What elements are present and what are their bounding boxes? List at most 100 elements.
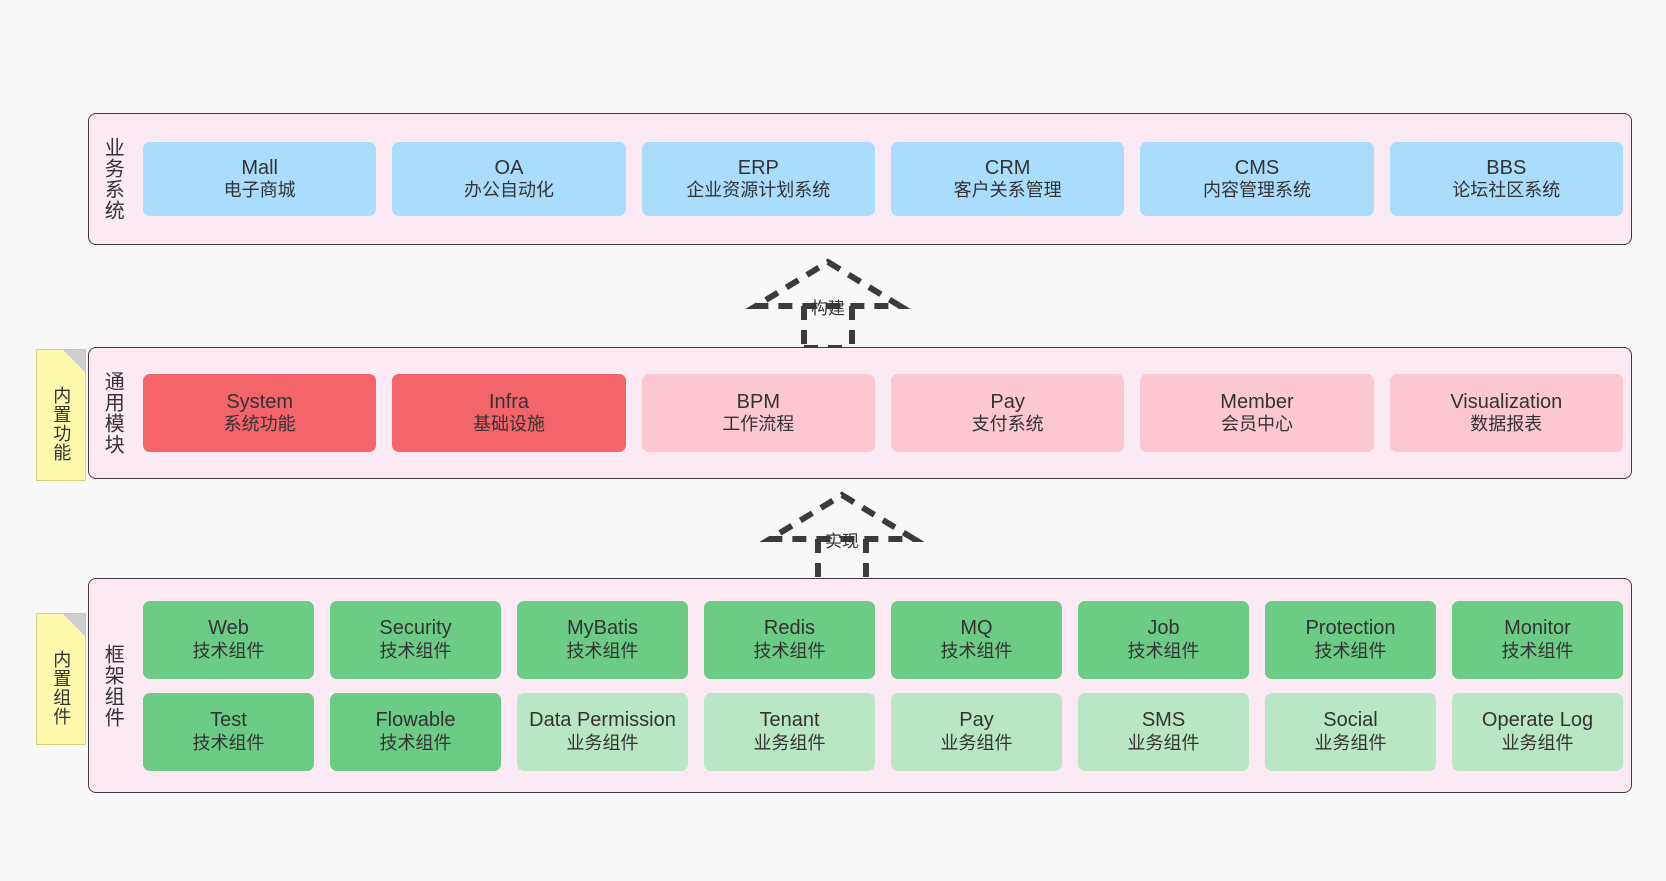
card-data-permission[interactable]: Data Permission 业务组件	[517, 692, 688, 771]
card-subtitle: 内容管理系统	[1202, 180, 1311, 201]
card-subtitle: 电子商城	[223, 180, 296, 201]
layer-body-framework-components: Web 技术组件 Security 技术组件 MyBatis 技术组件 Redi…	[135, 579, 1631, 792]
card-row: System 系统功能 Infra 基础设施 BPM 工作流程 Pay 支付系统…	[143, 374, 1623, 452]
card-subtitle: 技术组件	[379, 732, 452, 753]
card-subtitle: 业务组件	[753, 732, 826, 753]
card-social[interactable]: Social 业务组件	[1265, 692, 1436, 771]
card-subtitle: 技术组件	[940, 640, 1013, 661]
card-subtitle: 业务组件	[1314, 732, 1387, 753]
card-mybatis[interactable]: MyBatis 技术组件	[517, 600, 688, 679]
card-title: Security	[379, 617, 452, 640]
note-label: 内置组件	[51, 650, 72, 726]
card-mq[interactable]: MQ 技术组件	[891, 600, 1062, 679]
card-title: Job	[1147, 617, 1180, 640]
card-title: Member	[1220, 390, 1294, 413]
generalization-arrow-implement-glyph	[759, 491, 925, 584]
card-member[interactable]: Member 会员中心	[1140, 374, 1374, 452]
card-title: CRM	[984, 156, 1031, 179]
layer-common-modules: 通用模块 System 系统功能 Infra 基础设施 BPM 工作流程 Pay…	[88, 347, 1632, 479]
card-bpm[interactable]: BPM 工作流程	[641, 374, 875, 452]
note-fold-corner-icon	[63, 350, 85, 372]
card-visualization[interactable]: Visualization 数据报表	[1389, 374, 1623, 452]
card-subtitle: 支付系统	[971, 414, 1044, 435]
card-title: BBS	[1486, 156, 1527, 179]
card-title: MQ	[960, 617, 993, 640]
layer-business-systems: 业务系统 Mall 电子商城 OA 办公自动化 ERP 企业资源计划系统 CRM…	[88, 113, 1632, 245]
card-subtitle: 办公自动化	[463, 180, 554, 201]
card-monitor[interactable]: Monitor 技术组件	[1452, 600, 1623, 679]
card-subtitle: 业务组件	[1501, 732, 1574, 753]
card-subtitle: 系统功能	[223, 414, 296, 435]
card-subtitle: 会员中心	[1220, 414, 1293, 435]
card-title: Pay	[959, 709, 994, 732]
card-subtitle: 客户关系管理	[953, 180, 1062, 201]
card-flowable[interactable]: Flowable 技术组件	[330, 692, 501, 771]
card-subtitle: 论坛社区系统	[1452, 180, 1561, 201]
card-title: Social	[1323, 709, 1378, 732]
card-subtitle: 技术组件	[566, 640, 639, 661]
card-row: Mall 电子商城 OA 办公自动化 ERP 企业资源计划系统 CRM 客户关系…	[143, 142, 1623, 216]
card-title: BPM	[736, 390, 780, 413]
card-system[interactable]: System 系统功能	[143, 374, 377, 452]
card-title: System	[226, 390, 293, 413]
card-title: Tenant	[759, 709, 820, 732]
card-title: Operate Log	[1481, 709, 1594, 732]
generalization-arrow-build: 构建	[745, 258, 911, 351]
card-infra[interactable]: Infra 基础设施	[392, 374, 626, 452]
card-cms[interactable]: CMS 内容管理系统	[1140, 142, 1374, 216]
card-erp[interactable]: ERP 企业资源计划系统	[641, 142, 875, 216]
card-web[interactable]: Web 技术组件	[143, 600, 314, 679]
layer-body-common-modules: System 系统功能 Infra 基础设施 BPM 工作流程 Pay 支付系统…	[135, 348, 1631, 478]
card-title: Redis	[763, 617, 816, 640]
card-redis[interactable]: Redis 技术组件	[704, 600, 875, 679]
card-title: MyBatis	[566, 617, 639, 640]
card-operate-log[interactable]: Operate Log 业务组件	[1452, 692, 1623, 771]
card-title: OA	[494, 156, 524, 179]
card-title: SMS	[1141, 709, 1186, 732]
generalization-arrow-implement: 实现	[759, 491, 925, 584]
card-job[interactable]: Job 技术组件	[1078, 600, 1249, 679]
card-row: Web 技术组件 Security 技术组件 MyBatis 技术组件 Redi…	[143, 600, 1623, 679]
card-subtitle: 技术组件	[1314, 640, 1387, 661]
card-subtitle: 业务组件	[940, 732, 1013, 753]
layer-title-common-modules: 通用模块	[101, 371, 124, 455]
card-oa[interactable]: OA 办公自动化	[392, 142, 626, 216]
card-pay-component[interactable]: Pay 业务组件	[891, 692, 1062, 771]
card-title: Monitor	[1504, 617, 1571, 640]
card-bbs[interactable]: BBS 论坛社区系统	[1389, 142, 1623, 216]
card-subtitle: 技术组件	[192, 732, 265, 753]
layer-body-business-systems: Mall 电子商城 OA 办公自动化 ERP 企业资源计划系统 CRM 客户关系…	[135, 114, 1631, 244]
card-crm[interactable]: CRM 客户关系管理	[890, 142, 1125, 216]
card-tenant[interactable]: Tenant 业务组件	[704, 692, 875, 771]
layer-framework-components: 框架组件 Web 技术组件 Security 技术组件 MyBatis 技术组件…	[88, 578, 1632, 793]
card-title: Data Permission	[529, 709, 676, 732]
card-title: Protection	[1305, 617, 1396, 640]
card-subtitle: 基础设施	[472, 414, 545, 435]
card-subtitle: 工作流程	[722, 414, 795, 435]
card-mall[interactable]: Mall 电子商城	[143, 142, 377, 216]
card-subtitle: 技术组件	[753, 640, 826, 661]
card-title: Pay	[990, 390, 1025, 413]
card-subtitle: 技术组件	[1501, 640, 1574, 661]
card-subtitle: 技术组件	[1127, 640, 1200, 661]
card-subtitle: 业务组件	[1127, 732, 1200, 753]
card-test[interactable]: Test 技术组件	[143, 692, 314, 771]
note-fold-corner-icon	[63, 614, 85, 636]
card-sms[interactable]: SMS 业务组件	[1078, 692, 1249, 771]
card-title: Mall	[241, 156, 278, 179]
card-title: CMS	[1234, 156, 1280, 179]
card-title: Flowable	[375, 709, 456, 732]
card-subtitle: 技术组件	[379, 640, 452, 661]
card-title: ERP	[737, 156, 779, 179]
card-security[interactable]: Security 技术组件	[330, 600, 501, 679]
card-pay[interactable]: Pay 支付系统	[890, 374, 1125, 452]
card-protection[interactable]: Protection 技术组件	[1265, 600, 1436, 679]
card-subtitle: 数据报表	[1470, 414, 1543, 435]
card-subtitle: 业务组件	[566, 732, 639, 753]
card-subtitle: 技术组件	[192, 640, 265, 661]
card-subtitle: 企业资源计划系统	[686, 180, 831, 201]
layer-title-framework-components: 框架组件	[101, 643, 124, 728]
card-title: Web	[208, 617, 249, 640]
card-title: Test	[210, 709, 247, 732]
